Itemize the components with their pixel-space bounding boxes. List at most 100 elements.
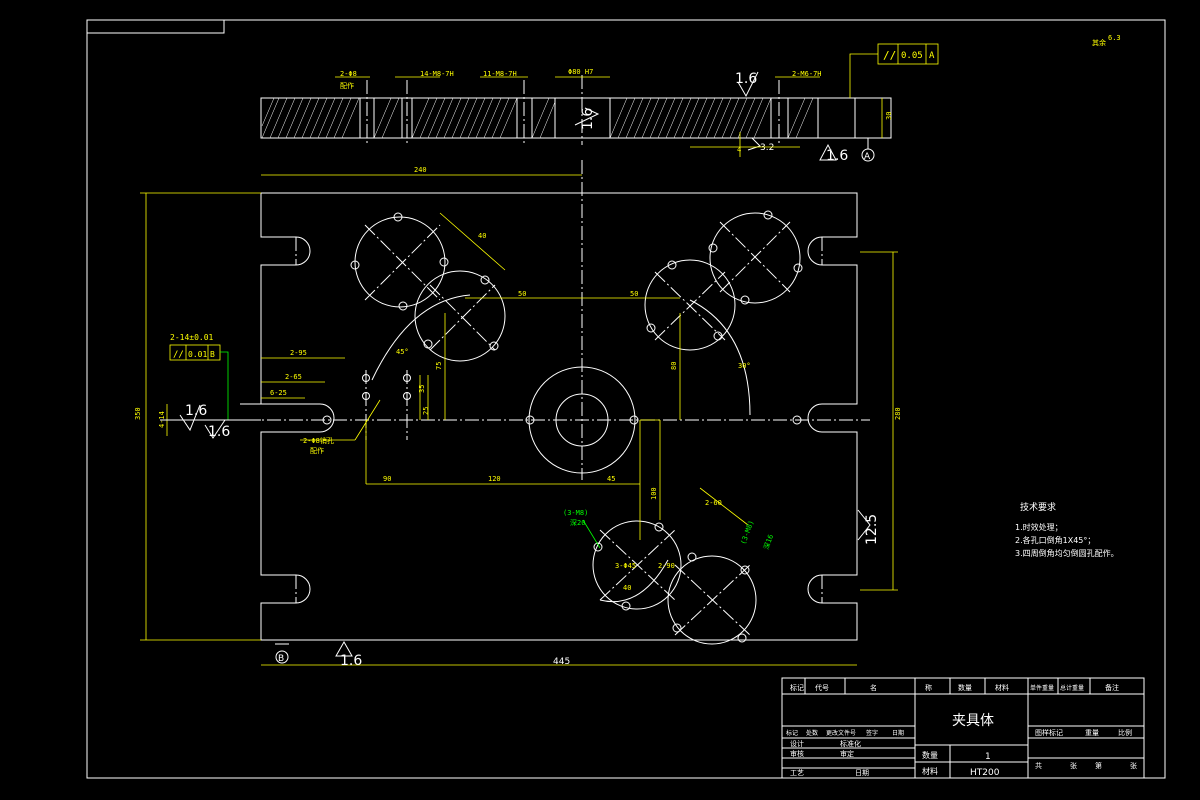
tb-h-unit-weight: 单件重量 [1030, 684, 1054, 692]
rough-left-face2: 1.6 [208, 424, 230, 440]
roughness-symbol-mid [574, 107, 600, 126]
flatness-datum: A [929, 51, 935, 61]
green-note-b2: 深16 [761, 533, 775, 551]
label-peizuo: 配作 [340, 81, 354, 90]
dim-90: 90 [383, 475, 391, 483]
swing-arc-left [371, 294, 471, 381]
dim-2-60: 2-60 [705, 499, 722, 507]
tb-sheet-total: 共 [1035, 761, 1042, 770]
drawing-title: 夹具体 [952, 713, 994, 729]
corner-tag-frame [86, 19, 225, 34]
dim-3-phi45: 3-Φ45 [615, 562, 636, 570]
tb-h-total-weight: 总计重量 [1060, 684, 1084, 692]
dim-445: 445 [553, 657, 570, 667]
tb-sign-signature: 签字 [866, 729, 878, 737]
tol-2-14: 2-14±0.01 [170, 333, 214, 342]
note-1: 1.时效处理； [1015, 522, 1063, 532]
central-boss [528, 366, 636, 474]
dim-2-90: 2-90 [658, 562, 675, 570]
tb-h-material: 材料 [995, 683, 1009, 692]
tb-sheet-unit2: 张 [1130, 761, 1137, 770]
tb-check: 审核 [790, 749, 804, 758]
pin-hole-label2: 配作 [310, 446, 324, 455]
rough-right: 12.5 [864, 514, 880, 545]
tb-design: 设计 [790, 739, 804, 748]
dim-100: 100 [650, 487, 658, 500]
label-14-m8: 14-M8-7H [420, 70, 454, 78]
locating-circle-lt1 [354, 216, 446, 308]
label-phi80: Φ80 H7 [568, 68, 593, 76]
datum-a-label: A [864, 152, 871, 162]
dim-40b: 40 [623, 584, 631, 592]
tb-scale: 比例 [1118, 728, 1132, 737]
dim-50b: 50 [630, 290, 638, 298]
notes-heading: 技术要求 [1020, 501, 1056, 513]
parallelism-symbol: // [173, 350, 184, 360]
dim-120: 120 [488, 475, 501, 483]
top-view: 2-Φ8 配作 14-M8-7H 11-M8-7H Φ80 H7 2-M6-7H… [260, 43, 939, 164]
pin-hole-label: 2-Φ8销孔 [303, 436, 334, 445]
angle-45: 45° [396, 348, 409, 356]
angle-30: 30° [738, 362, 751, 370]
tb-sign-file: 更改文件号 [826, 729, 856, 737]
rough-bottom-left: 1.6 [340, 653, 362, 669]
dim-6-25: 6-25 [270, 389, 287, 397]
roughness-symbol-top [737, 71, 759, 98]
dim-280: 280 [894, 407, 902, 420]
dim-2-95: 2-95 [290, 349, 307, 357]
thickness-dim: 30 [885, 112, 893, 120]
tb-pattern-mark: 图样标记 [1035, 728, 1063, 737]
tb-sheet-no: 第 [1095, 761, 1102, 770]
central-bore [555, 393, 609, 447]
flatness-value: 0.05 [901, 51, 923, 61]
datum-b-label: B [278, 654, 284, 664]
roughness-mid-value: 1.6 [580, 108, 596, 130]
tb-sheet-unit: 张 [1070, 761, 1077, 770]
plan-view [240, 160, 870, 645]
dim-50a: 50 [518, 290, 526, 298]
locating-circle-rt1 [709, 212, 801, 304]
body-outline [260, 192, 858, 641]
tb-material-value: HT200 [970, 768, 1000, 778]
roughness-small-value: 3.2 [760, 143, 774, 153]
corner-note: 其余 [1092, 38, 1106, 47]
tb-h-name2: 称 [925, 683, 932, 692]
green-note-a2: 深20 [570, 518, 585, 527]
dim-350: 350 [134, 407, 142, 420]
tb-sign-date: 日期 [892, 729, 904, 737]
locating-circle-b2 [667, 555, 757, 645]
note-3: 3.四周倒角均匀倒圆孔配作。 [1015, 548, 1119, 558]
locating-circle-lt2 [414, 270, 506, 362]
corner-roughness: 6.3 [1108, 34, 1121, 42]
technical-notes: 技术要求 1.时效处理； 2.各孔口倒角1X45°； 3.四周倒角均匀倒圆孔配作… [1015, 501, 1119, 558]
tb-h-qty: 数量 [958, 683, 972, 692]
green-note-a: (3-M8) [563, 509, 588, 517]
dim-240: 240 [414, 166, 427, 174]
dim-40: 40 [478, 232, 486, 240]
dim-80: 80 [670, 362, 678, 370]
swing-arc-right [689, 299, 751, 416]
dim-45: 45 [607, 475, 615, 483]
left-small-dim: 4 [737, 146, 741, 154]
dim-2-65: 2-65 [285, 373, 302, 381]
tb-sign-mark: 标记 [786, 729, 798, 737]
tb-weight: 重量 [1085, 729, 1099, 737]
parallelism-datum: B [210, 350, 215, 359]
roughness-top-value: 1.6 [735, 71, 757, 87]
dim-35: 35 [418, 385, 426, 393]
section-hatching [261, 97, 814, 139]
dim-75: 75 [435, 362, 443, 370]
parallelism-frame [169, 344, 221, 361]
tb-h-remark: 备注 [1105, 683, 1119, 692]
dim-25: 25 [422, 407, 430, 415]
green-note-b: (3-M8) [739, 519, 755, 546]
tb-date: 日期 [855, 769, 869, 777]
roughness-bottom-value: 1.6 [826, 148, 848, 164]
label-11-m8: 11-M8-7H [483, 70, 517, 78]
note-2: 2.各孔口倒角1X45°； [1015, 535, 1095, 545]
tb-approve: 审定 [840, 749, 854, 758]
datum-b-circle [275, 650, 289, 664]
dimensions: 240 445 350 280 50 50 75 80 2-95 2-65 6-… [134, 166, 902, 669]
tb-sign-count: 处数 [806, 729, 818, 737]
